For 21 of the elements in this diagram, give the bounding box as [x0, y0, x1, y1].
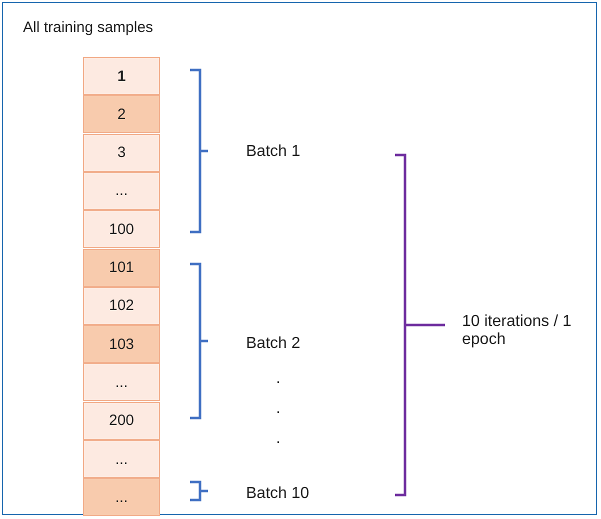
batch-label: Batch 1	[246, 143, 300, 161]
sample-cell: 103	[83, 325, 160, 364]
ellipsis-dot: .	[276, 430, 280, 448]
sample-cell: 101	[83, 248, 160, 286]
sample-cell: 3	[83, 134, 160, 172]
panel-frame	[2, 2, 597, 515]
sample-cell: 102	[83, 286, 160, 325]
batch-label: Batch 2	[246, 335, 300, 353]
sample-cell: 1	[83, 57, 160, 95]
panel-heading: All training samples	[23, 19, 154, 36]
sample-cell: 100	[83, 210, 160, 248]
batch-label: Batch 10	[246, 485, 310, 503]
sample-cell: ...	[83, 363, 160, 402]
epoch-label: 10 iterations / 1 epoch	[462, 313, 572, 349]
ellipsis-dot: .	[276, 400, 280, 418]
sample-cell: ...	[83, 440, 160, 478]
sample-cell: 2	[83, 95, 160, 134]
sample-cell: ...	[83, 478, 160, 516]
sample-cell: 200	[83, 402, 160, 440]
ellipsis-dot: .	[276, 370, 280, 388]
sample-cell: ...	[83, 172, 160, 210]
